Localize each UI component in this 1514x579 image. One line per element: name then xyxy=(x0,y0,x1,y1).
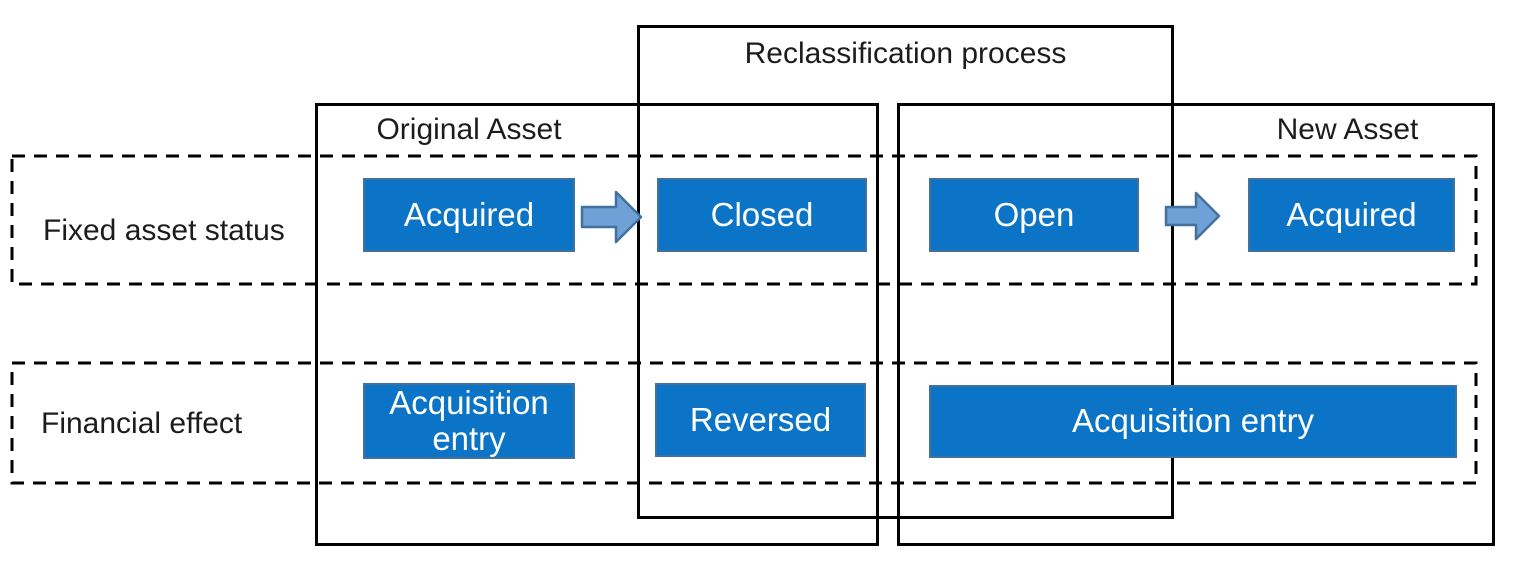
arrow-right-icon xyxy=(580,190,643,244)
status-box-open: Open xyxy=(929,178,1139,252)
status-box-acquired-new: Acquired xyxy=(1248,178,1455,252)
financial-box-reversed: Reversed xyxy=(655,383,866,457)
status-box-closed: Closed xyxy=(657,178,867,252)
diagram-title: Reclassification process xyxy=(744,37,1067,70)
fixed-asset-status-band xyxy=(10,154,1478,286)
financial-effect-label: Financial effect xyxy=(41,407,243,440)
financial-box-acquisition-entry-new: Acquisition entry xyxy=(929,385,1457,458)
new-asset-label: New Asset xyxy=(1276,113,1419,146)
arrow-right-icon xyxy=(1164,191,1221,241)
original-asset-box xyxy=(315,103,879,546)
financial-box-acquisition-entry-original: Acquisition entry xyxy=(363,383,575,459)
fixed-asset-status-label: Fixed asset status xyxy=(43,214,285,247)
original-asset-label: Original Asset xyxy=(376,113,562,146)
status-box-acquired-original: Acquired xyxy=(363,178,575,252)
reclassification-process-box xyxy=(637,25,1174,519)
new-asset-box xyxy=(897,103,1495,546)
financial-effect-band xyxy=(10,361,1478,485)
